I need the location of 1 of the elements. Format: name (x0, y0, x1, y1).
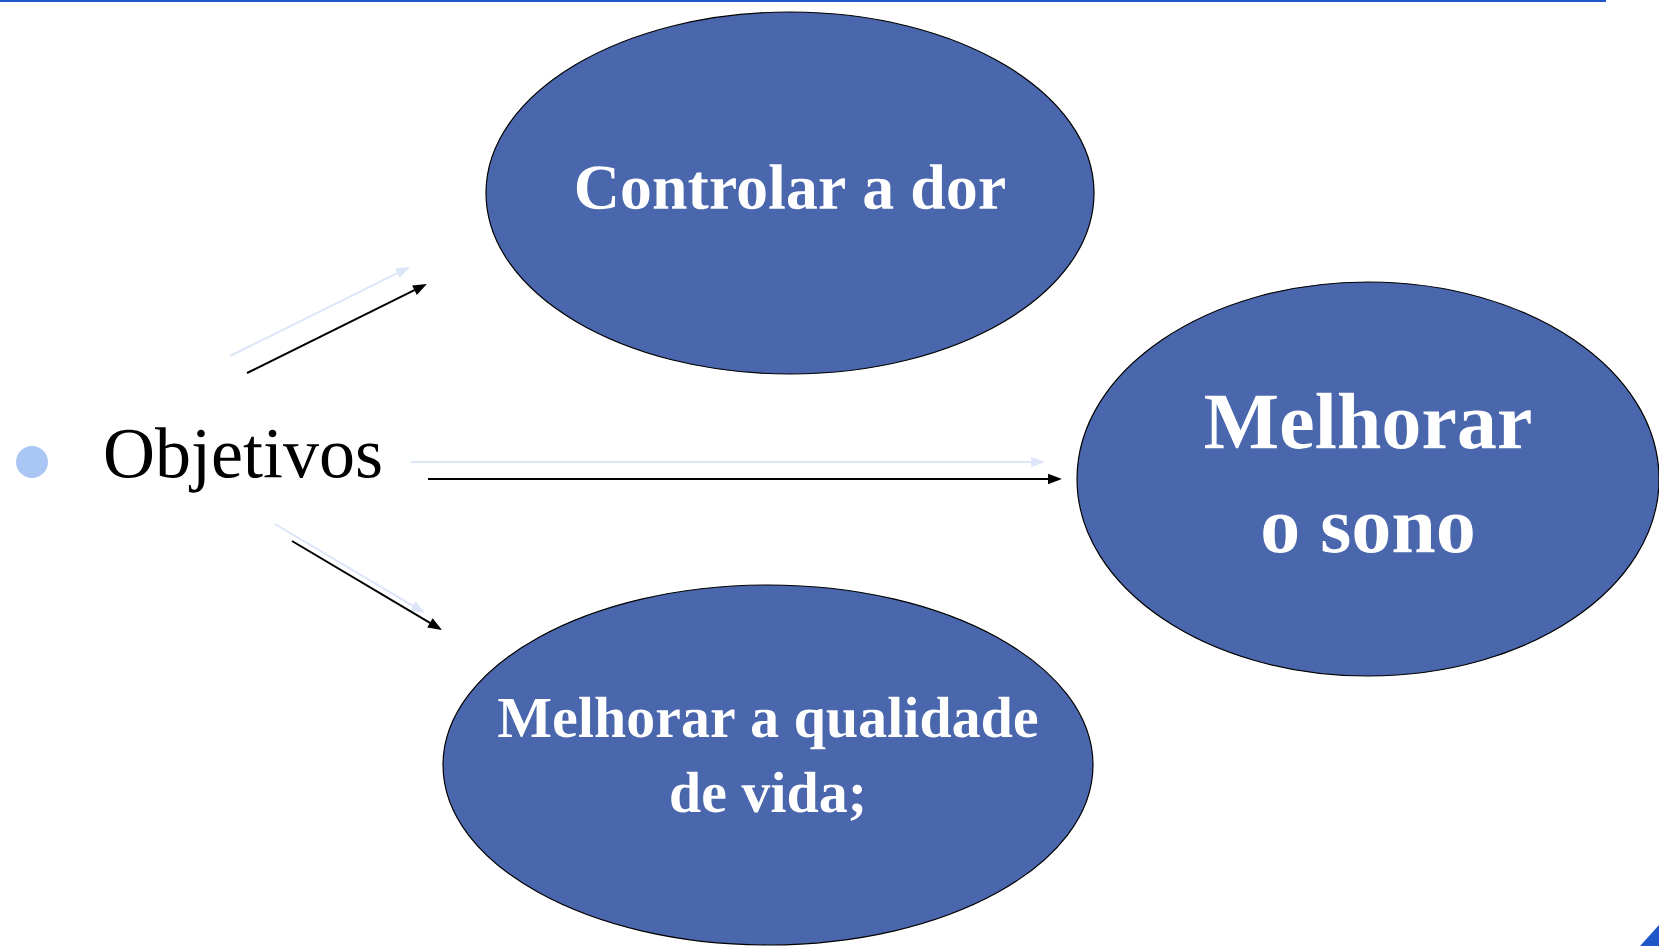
bullet-text: Objetivos (105, 427, 381, 493)
